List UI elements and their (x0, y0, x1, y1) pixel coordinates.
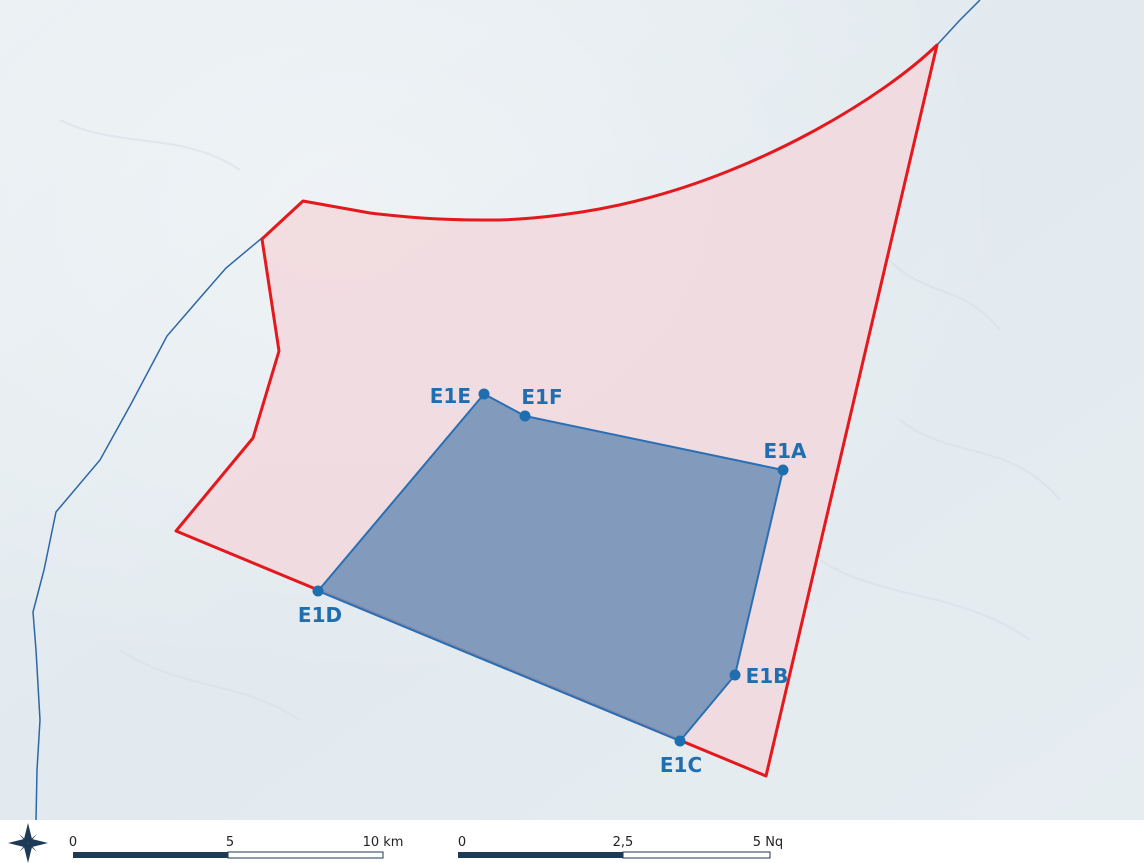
scale-nm-segment-2 (622, 851, 771, 859)
vertex-point-e1c[interactable] (674, 735, 686, 747)
vertex-point-e1e[interactable] (478, 388, 490, 400)
vertex-label-e1f: E1F (521, 385, 562, 409)
scale-nm-tick-0: 0 (458, 835, 466, 850)
coastline-ne (936, 0, 981, 46)
scale-nm-tick-2: 5 Nq (753, 835, 783, 850)
vertex-label-e1e: E1E (430, 384, 471, 408)
scale-km-tick-2: 10 km (363, 835, 404, 850)
scale-bar-km: 0 5 10 km (69, 835, 404, 859)
scale-bar-nm: 0 2,5 5 Nq (458, 835, 783, 859)
seabed-relief (59, 119, 1061, 721)
vertex-point-e1d[interactable] (312, 585, 324, 597)
scale-km-segment-1 (73, 852, 228, 858)
points-layer: E1A E1B E1C E1D E1E E1F (298, 384, 807, 777)
vertex-label-e1b: E1B (746, 664, 789, 688)
coastline (32, 213, 290, 821)
vertex-label-e1c: E1C (660, 753, 702, 777)
scale-km-tick-1: 5 (226, 835, 234, 850)
vertex-label-e1d: E1D (298, 603, 342, 627)
vertex-point-e1f[interactable] (519, 410, 531, 422)
vertex-label-e1a: E1A (763, 439, 807, 463)
scale-km-segment-2 (227, 851, 384, 859)
scale-nm-tick-1: 2,5 (613, 835, 634, 850)
scale-km-tick-0: 0 (69, 835, 77, 850)
compass-star-icon (8, 823, 48, 863)
vertex-point-e1b[interactable] (729, 669, 741, 681)
vertex-point-e1a[interactable] (777, 464, 789, 476)
scale-nm-segment-1 (458, 852, 623, 858)
